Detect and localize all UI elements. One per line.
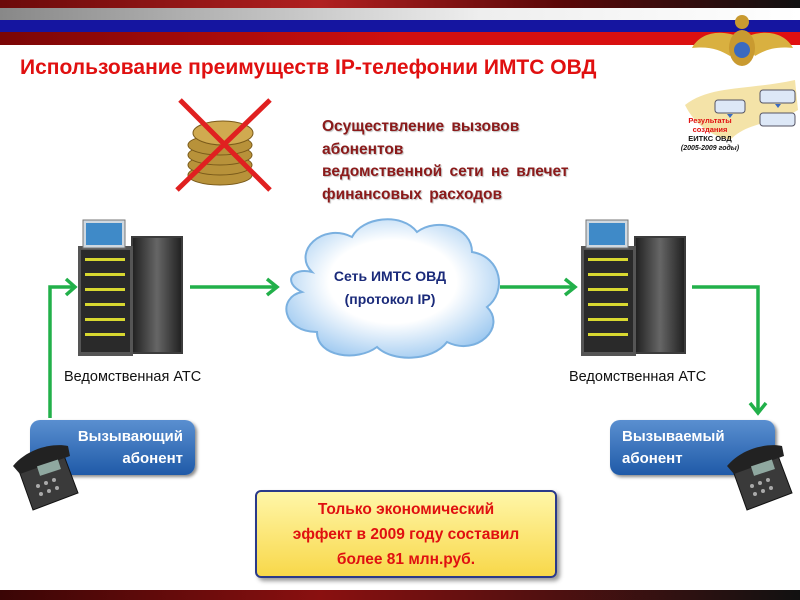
- right-pbx-label: Ведомственная АТС: [569, 369, 707, 385]
- russia-map-thumbnail: Результаты создания ЕИТКС ОВД (2005-2009…: [681, 80, 798, 152]
- map-caption-line3: ЕИТКС ОВД: [688, 134, 732, 143]
- slide-title: Использование преимуществ IP-телефонии И…: [20, 56, 597, 79]
- callee-line2: абонент: [622, 450, 683, 467]
- crossed-coins-icon: [175, 98, 272, 192]
- callee-line1: Вызываемый: [622, 428, 725, 445]
- caller-phone-icon: [13, 445, 79, 511]
- top-stripe-dark: [0, 0, 800, 8]
- map-caption-line1: Результаты: [688, 116, 731, 125]
- arrow-caller-to-pbx: [48, 285, 74, 418]
- cloud-text: Сеть ИМТС ОВД (протокол IP): [290, 265, 490, 311]
- cloud-protocol: (протокол IP): [344, 291, 436, 307]
- callee-phone-icon: [727, 445, 793, 511]
- flag-stripe-blue: [0, 20, 800, 32]
- result-line: более 81 млн.руб.: [336, 551, 476, 568]
- economic-effect-box: Только экономический эффект в 2009 году …: [255, 490, 557, 578]
- map-caption-line2: создания: [693, 125, 728, 134]
- emblem-icon: [692, 15, 793, 66]
- flag-stripe-red: [0, 32, 800, 45]
- benefit-line: финансовых расходов: [322, 185, 503, 203]
- cloud-title: Сеть ИМТС ОВД: [333, 268, 447, 284]
- left-pbx-label: Ведомственная АТС: [64, 369, 202, 385]
- caller-line2: абонент: [122, 450, 183, 467]
- ip-network-cloud-icon: [285, 218, 500, 359]
- benefit-line: ведомственной сети не влечет: [322, 163, 569, 180]
- map-caption-line4: (2005-2009 годы): [681, 144, 740, 152]
- left-pbx-server-icon: [78, 219, 183, 356]
- benefit-line: абонентов: [322, 140, 404, 158]
- benefit-text: Осуществление вызовов абонентов ведомств…: [322, 116, 568, 206]
- caller-line1: Вызывающий: [77, 428, 183, 445]
- right-pbx-server-icon: [581, 219, 686, 356]
- benefit-line: Осуществление вызовов: [322, 118, 520, 135]
- flag-stripe-white: [0, 8, 800, 20]
- result-line: эффект в 2009 году составил: [292, 526, 520, 543]
- result-line: Только экономический: [317, 501, 495, 518]
- bottom-stripe: [0, 590, 800, 600]
- arrow-pbx-to-callee: [692, 285, 760, 412]
